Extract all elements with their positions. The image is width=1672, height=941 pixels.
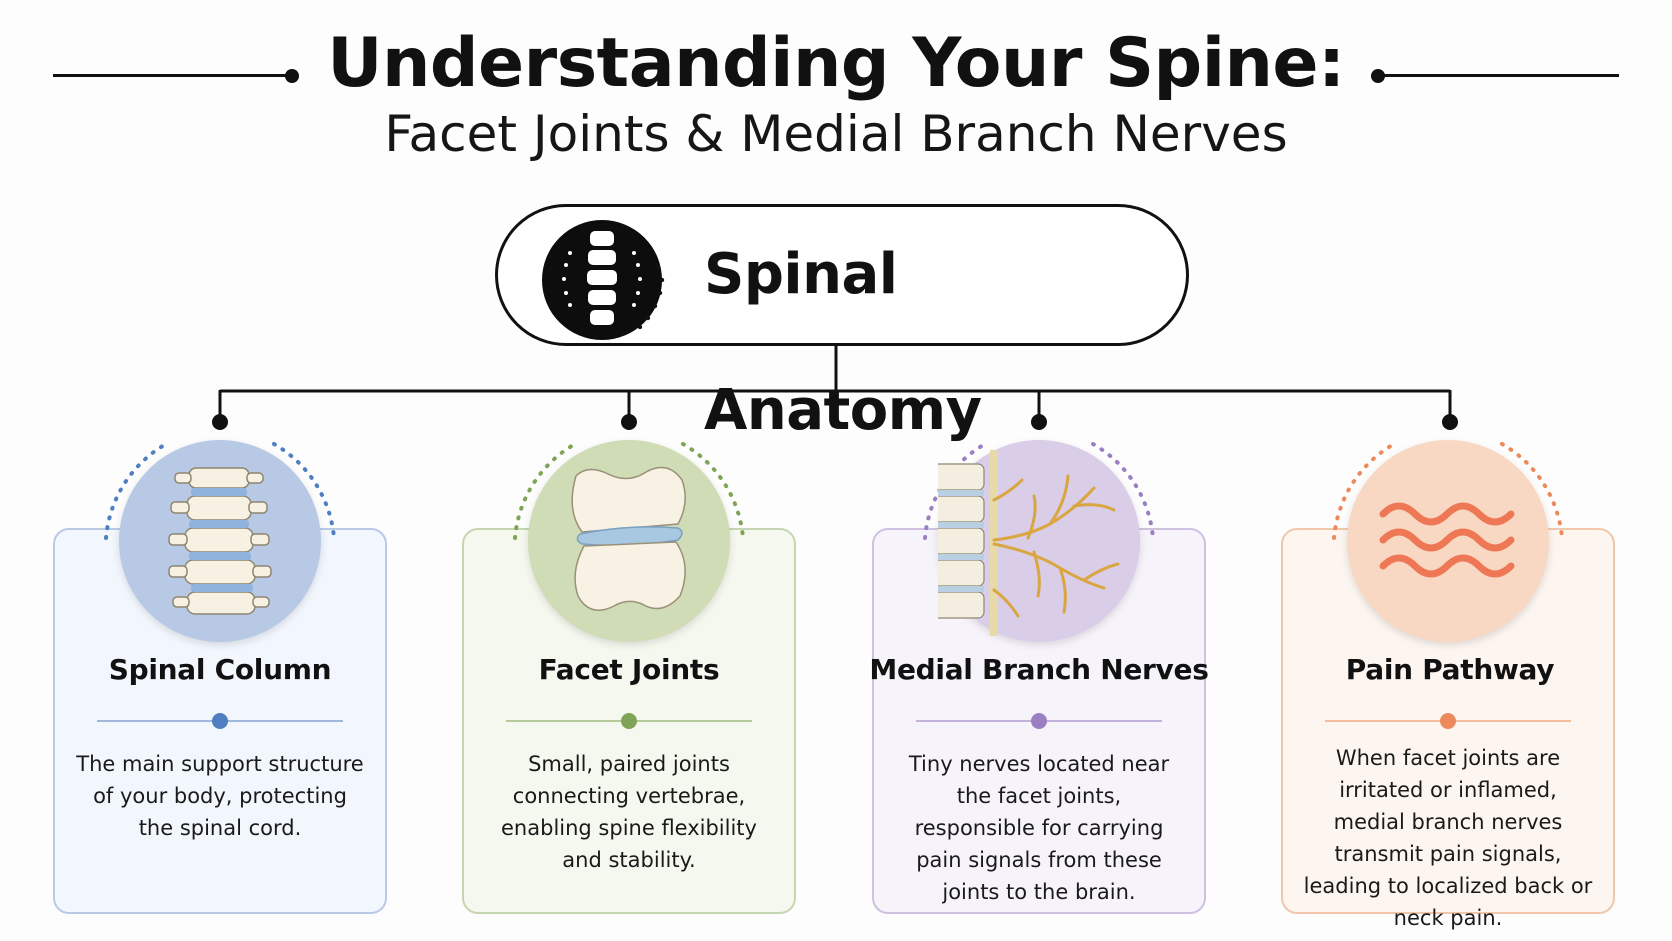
card-2-divider-dot	[621, 713, 637, 729]
card-4-title: Pain Pathway	[1345, 653, 1555, 686]
card-4-divider-dot	[1440, 713, 1456, 729]
card-2-dotted-arc	[513, 442, 745, 540]
card-1-title: Spinal Column	[108, 653, 332, 686]
card-1-dotted-arc	[104, 442, 336, 540]
card-3-divider-dot	[1031, 713, 1047, 729]
header-left-rule	[53, 74, 288, 77]
card-3-dotted-arc	[923, 442, 1155, 540]
card-3-description: Tiny nerves located near the facet joint…	[908, 752, 1170, 904]
nerve-icon	[938, 440, 1140, 642]
pain-waves-icon	[1347, 440, 1549, 642]
header-left-rule-dot	[285, 69, 299, 83]
root-node-spinal-anatomy: Spinal Anatomy	[495, 204, 1189, 443]
card-4-description: When facet joints are irritated or infla…	[1303, 746, 1593, 930]
page-title: Understanding Your Spine:	[327, 24, 1345, 103]
facet-joint-icon	[528, 440, 730, 642]
root-node-label: Spinal Anatomy	[704, 242, 982, 443]
card-1-divider-dot	[212, 713, 228, 729]
card-1-description: The main support structure of your body,…	[76, 752, 364, 840]
card-2-title: Facet Joints	[538, 653, 720, 686]
spine-icon	[542, 217, 668, 343]
card-3-title: Medial Branch Nerves	[869, 653, 1209, 686]
header-right-rule	[1380, 74, 1619, 77]
page-subtitle: Facet Joints & Medial Branch Nerves	[384, 105, 1288, 163]
card-4-dotted-arc	[1332, 442, 1564, 540]
card-2-description: Small, paired joints connecting vertebra…	[501, 752, 757, 872]
vertebrae-icon	[119, 440, 321, 642]
header-right-rule-dot	[1371, 69, 1385, 83]
